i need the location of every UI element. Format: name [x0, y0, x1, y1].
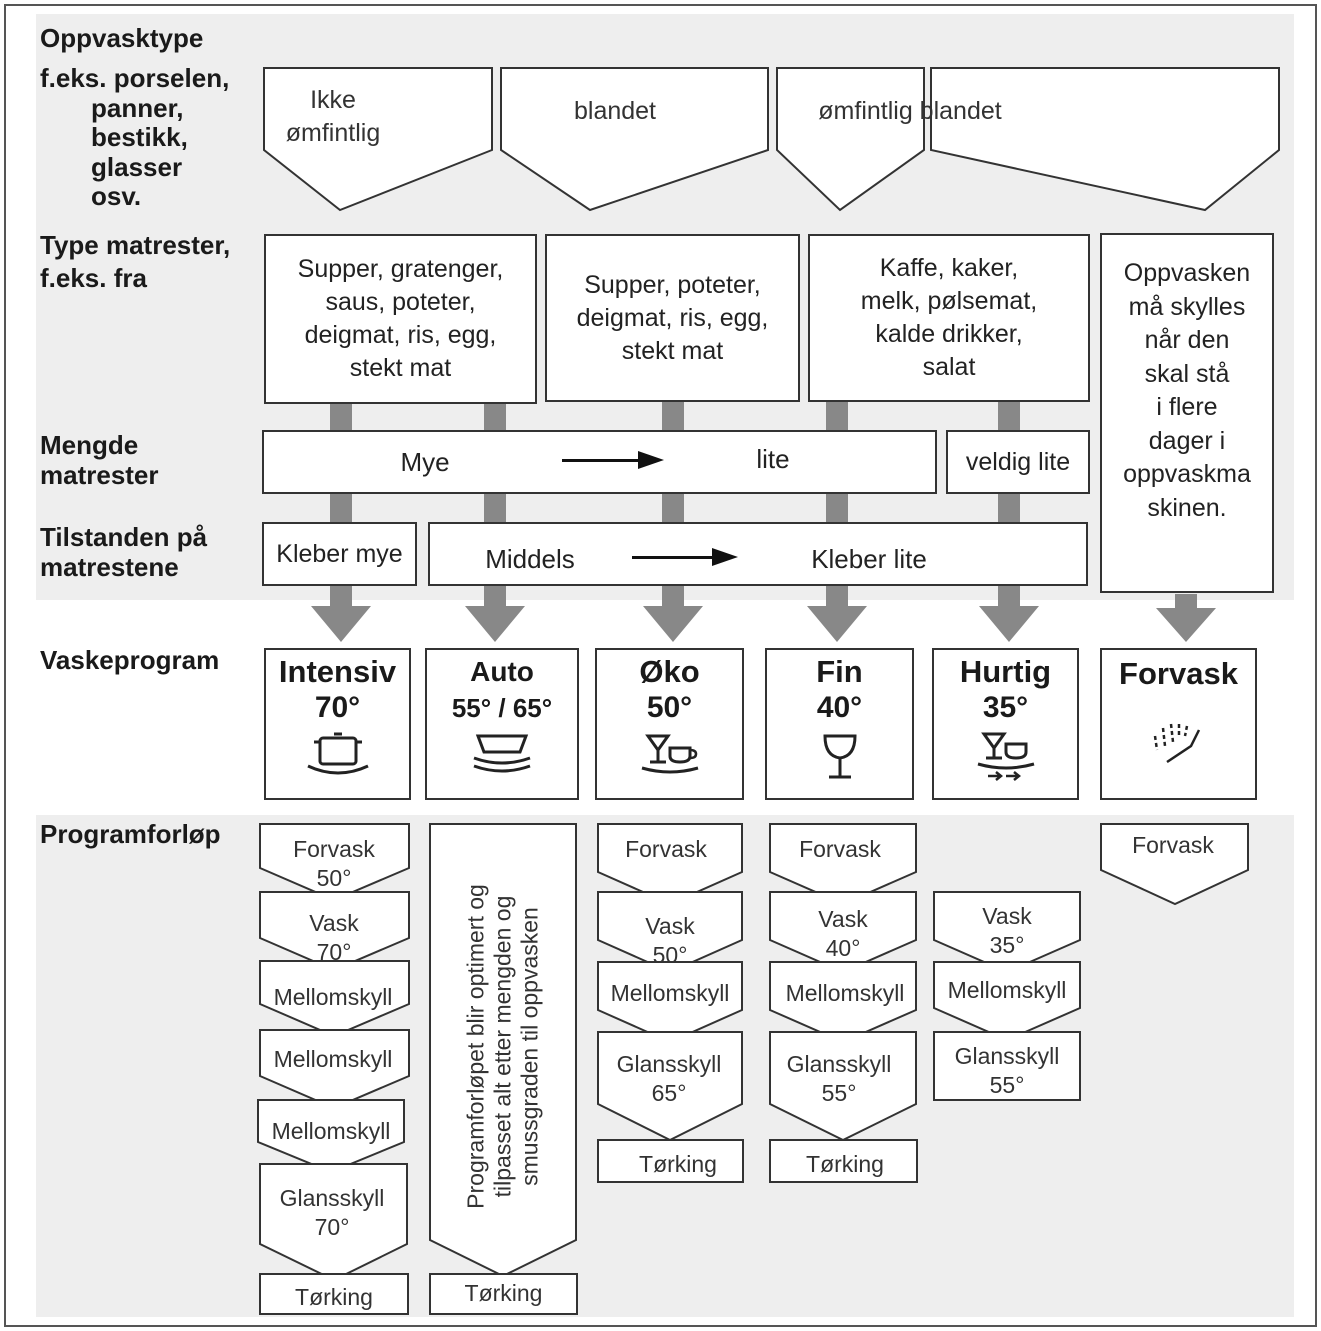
step-vask: Vask 40°: [818, 906, 868, 961]
program-temp: 35°: [982, 691, 1029, 724]
condition-middels: Middels: [485, 544, 575, 574]
label-type-matrester: Type matrester,: [40, 230, 231, 260]
label-example-4: glasser: [91, 152, 183, 182]
step-vask: Vask 70°: [309, 910, 359, 965]
dish-type-2: blandet: [573, 97, 657, 125]
label-example-2: panner,: [91, 93, 184, 123]
step-glansskyll: Glansskyll 65°: [616, 1051, 722, 1106]
label-example-5: osv.: [91, 181, 142, 211]
program-temp: 40°: [816, 691, 863, 724]
wine-glass-icon: [822, 734, 857, 779]
down-arrow: [807, 586, 867, 642]
glass-cup-icon: [641, 734, 698, 774]
down-arrow: [1156, 594, 1216, 642]
label-oppvasktype: Oppvasktype: [40, 23, 204, 53]
step-glansskyll: Glansskyll 55°: [786, 1051, 892, 1106]
step-torking: Tørking: [639, 1151, 717, 1177]
dish-type-3: ømfintlig blandet: [818, 97, 1002, 125]
down-arrow: [643, 586, 703, 642]
program-temp: 50°: [646, 691, 693, 724]
step-forvask: Forvask: [1132, 832, 1214, 858]
label-example-3: bestikk,: [91, 122, 188, 152]
food-type-1: Supper, gratenger, saus, poteter, deigma…: [264, 234, 537, 404]
down-arrow: [465, 586, 525, 642]
program-name: Intensiv: [278, 654, 397, 689]
food-type-2: Supper, poteter, deigmat, ris, egg, stek…: [545, 234, 800, 402]
dish-type-shape-2: [500, 67, 1280, 212]
food-type-3: Kaffe, kaker, melk, pølsemat, kalde drik…: [808, 234, 1090, 402]
label-type-matrester-sub: f.eks. fra: [40, 263, 147, 293]
step-vask: Vask 50°: [645, 913, 695, 968]
step-forvask: Forvask: [625, 836, 707, 862]
program-temp: 70°: [314, 691, 361, 724]
program-forvask: Forvask: [1100, 648, 1257, 800]
food-type-4: Oppvasken må skylles når den skal stå i …: [1100, 233, 1274, 593]
program-temp: 55° / 65°: [451, 693, 553, 723]
program-intensiv: Intensiv 70°: [264, 648, 411, 800]
program-name: Auto: [470, 656, 534, 687]
condition-kleber-lite: Kleber lite: [811, 544, 927, 574]
program-name: Fin: [816, 654, 863, 689]
program-name: Hurtig: [959, 654, 1052, 689]
amount-lite: lite: [756, 444, 790, 474]
dish-type-shape-1: [263, 67, 493, 212]
program-name: Øko: [639, 654, 700, 689]
down-arrow: [979, 586, 1039, 642]
step-torking: Tørking: [464, 1280, 543, 1306]
amount-arrow-head: [638, 451, 664, 469]
glass-cup-fast-icon: [977, 732, 1034, 781]
condition-arrow-head: [712, 548, 738, 566]
step-mellomskyll: Mellomskyll: [271, 1118, 391, 1144]
label-tilstand-1: Tilstanden på: [40, 522, 208, 552]
step-torking: Tørking: [295, 1284, 373, 1310]
program-name: Forvask: [1119, 656, 1238, 691]
step-mellomskyll: Mellomskyll: [273, 1046, 393, 1072]
step-mellomskyll: Mellomskyll: [947, 977, 1067, 1003]
step-torking: Tørking: [806, 1151, 884, 1177]
program-auto: Auto 55° / 65°: [425, 648, 579, 800]
step-vask: Vask 35°: [982, 903, 1032, 958]
condition-arrow: [632, 556, 716, 559]
step-glansskyll: Glansskyll 70°: [279, 1185, 385, 1240]
label-example-1: f.eks. porselen,: [40, 63, 230, 93]
pot-icon: [306, 732, 369, 775]
condition-bar: [428, 522, 1088, 586]
amount-veldig-lite: veldig lite: [946, 430, 1090, 494]
amount-mye: Mye: [400, 447, 450, 477]
amount-arrow: [562, 459, 642, 462]
step-forvask: Forvask: [799, 836, 881, 862]
program-oko: Øko 50°: [595, 648, 744, 800]
program-hurtig: Hurtig 35°: [932, 648, 1079, 800]
dish-type-1: Ikke ømfintlig: [285, 86, 381, 147]
stacked-dishes-icon: [473, 734, 531, 773]
diagram-frame: [4, 4, 1317, 1327]
program-fin: Fin 40°: [765, 648, 914, 800]
label-vaskeprogram: Vaskeprogram: [40, 645, 220, 675]
step-mellomskyll: Mellomskyll: [610, 980, 730, 1006]
water-spray-icon: [1153, 723, 1200, 764]
step-glansskyll: Glansskyll 55°: [954, 1043, 1060, 1098]
label-mengde-2: matrester: [40, 460, 159, 490]
step-forvask: Forvask 50°: [293, 836, 375, 891]
step-mellomskyll: Mellomskyll: [273, 984, 393, 1010]
label-tilstand-2: matrestene: [40, 552, 179, 582]
condition-kleber-mye: Kleber mye: [262, 522, 417, 586]
label-mengde-1: Mengde: [40, 430, 139, 460]
down-arrow: [311, 586, 371, 642]
amount-bar: [262, 430, 937, 494]
label-programforlop: Programforløp: [40, 819, 221, 849]
step-mellomskyll: Mellomskyll: [785, 980, 905, 1006]
